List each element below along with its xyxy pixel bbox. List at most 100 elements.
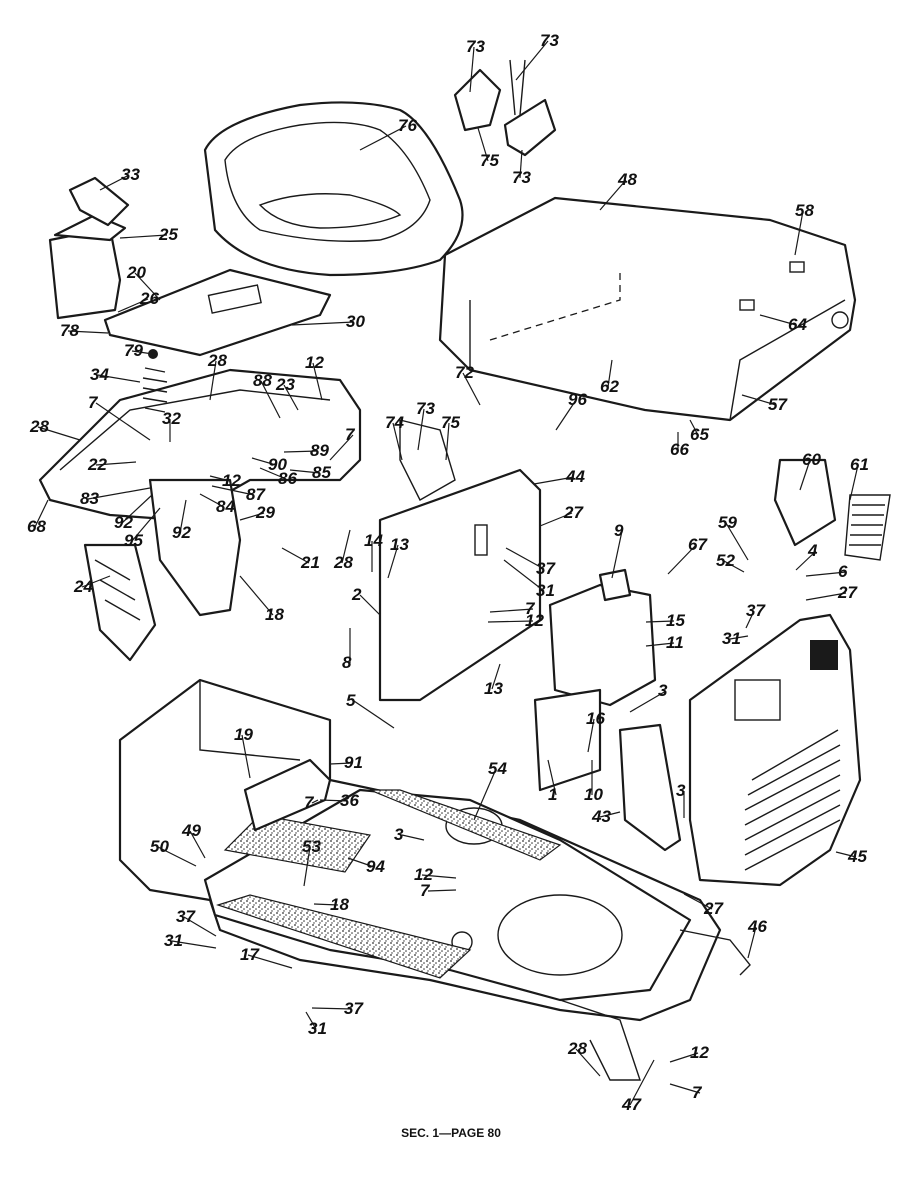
- part-number-callout: 13: [390, 535, 409, 554]
- callout-leader: [183, 916, 217, 937]
- callout-leader: [611, 530, 623, 579]
- part-number-callout: 20: [126, 263, 146, 282]
- callout-leader: [303, 846, 311, 887]
- callout-leader: [260, 380, 281, 419]
- part-number-callout: 23: [275, 375, 295, 394]
- callout-leader: [503, 559, 545, 592]
- part-number-callout: 18: [265, 605, 284, 624]
- callout-leader: [179, 499, 187, 534]
- seat: [203, 101, 464, 277]
- part-number-callout: 16: [586, 709, 605, 728]
- callout-leader: [473, 768, 497, 821]
- part-number-callout: 31: [308, 1019, 327, 1038]
- part-number-callout: 25: [158, 225, 178, 244]
- part-number-callout: 75: [441, 413, 460, 432]
- callout-leader: [547, 759, 557, 796]
- part-number-callout: 85: [312, 463, 331, 482]
- rear-bracket: [243, 758, 332, 832]
- part-number-callout: 49: [181, 821, 201, 840]
- part-number-callout: 88: [253, 371, 272, 390]
- part-number-callout: 9: [614, 521, 624, 540]
- part-number-callout: 21: [300, 553, 320, 572]
- callout-leader: [667, 544, 697, 575]
- callout-leader: [247, 954, 293, 969]
- part-number-callout: 18: [330, 895, 349, 914]
- callout-leader: [487, 620, 534, 623]
- part-number-callout: 54: [488, 759, 507, 778]
- control-levers: [453, 59, 557, 157]
- part-number-callout: 13: [484, 679, 503, 698]
- callout-leader: [97, 374, 141, 383]
- part-number-callout: 50: [150, 837, 169, 856]
- callout-leader: [311, 799, 319, 804]
- part-number-callout: 33: [121, 165, 140, 184]
- callout-leader: [587, 718, 595, 753]
- callout-leader: [157, 846, 197, 867]
- part-number-callout: 68: [27, 517, 46, 536]
- part-number-callout: 47: [621, 1095, 642, 1114]
- part-number-callout: 62: [600, 377, 619, 396]
- part-number-callout: 6: [838, 562, 848, 581]
- part-number-callout: 15: [666, 611, 685, 630]
- part-number-callout: 31: [722, 629, 741, 648]
- headlight: [773, 458, 891, 561]
- callout-leader: [131, 507, 161, 542]
- callout-leader: [805, 571, 847, 577]
- part-number-callout: 17: [240, 945, 260, 964]
- callout-leader: [519, 149, 523, 179]
- part-number-callout: 86: [278, 469, 297, 488]
- part-number-callout: 87: [246, 485, 266, 504]
- callout-leader: [34, 499, 49, 528]
- seat-plate: [103, 268, 332, 357]
- callout-leader: [645, 620, 675, 623]
- callout-leader: [421, 874, 457, 879]
- callout-leader: [281, 547, 310, 564]
- part-number-callout: 73: [512, 168, 531, 187]
- part-number-callout: 37: [746, 601, 766, 620]
- part-number-callout: 26: [139, 289, 159, 308]
- callout-leader: [347, 857, 375, 868]
- part-number-callout: 61: [850, 455, 869, 474]
- callout-leader: [745, 610, 755, 629]
- hood: [438, 196, 857, 422]
- part-number-callout: 34: [90, 365, 109, 384]
- callout-leader: [259, 467, 287, 480]
- part-number-callout: 3: [394, 825, 404, 844]
- part-number-callout: 44: [565, 467, 585, 486]
- part-number-callout: 36: [340, 791, 359, 810]
- callout-leader: [629, 690, 667, 713]
- part-number-callout: 73: [466, 37, 485, 56]
- part-number-callout: 37: [536, 559, 556, 578]
- part-number-callout: 57: [768, 395, 788, 414]
- part-number-callout: 28: [29, 417, 49, 436]
- callout-leader: [723, 560, 745, 573]
- part-number-callout: 46: [747, 917, 767, 936]
- callout-leader: [121, 494, 153, 524]
- callout-leader: [469, 46, 475, 93]
- callout-leader: [599, 179, 627, 211]
- part-number-callout: 4: [807, 541, 818, 560]
- battery: [48, 176, 130, 320]
- part-number-callout: 52: [716, 551, 735, 570]
- part-number-callout: 5: [346, 691, 356, 710]
- callout-leader: [683, 893, 713, 910]
- part-number-callout: 27: [837, 583, 858, 602]
- part-number-callout: 31: [536, 581, 555, 600]
- callout-leader: [427, 889, 457, 892]
- callout-leader: [283, 450, 319, 453]
- part-number-callout: 79: [124, 341, 143, 360]
- callout-leader: [477, 127, 489, 162]
- part-number-callout: 28: [333, 553, 353, 572]
- part-number-callout: 19: [234, 725, 253, 744]
- part-number-callout: 12: [525, 611, 544, 630]
- callout-leader: [251, 457, 277, 466]
- part-number-callout: 91: [344, 753, 363, 772]
- callout-leader: [199, 493, 225, 508]
- callout-leader: [741, 394, 777, 406]
- callout-leader: [319, 799, 349, 802]
- callout-leader: [505, 547, 545, 570]
- part-number-callout: 65: [690, 425, 709, 444]
- callout-leader: [805, 592, 847, 601]
- callout-leader: [392, 422, 403, 461]
- callout-leader: [401, 834, 425, 841]
